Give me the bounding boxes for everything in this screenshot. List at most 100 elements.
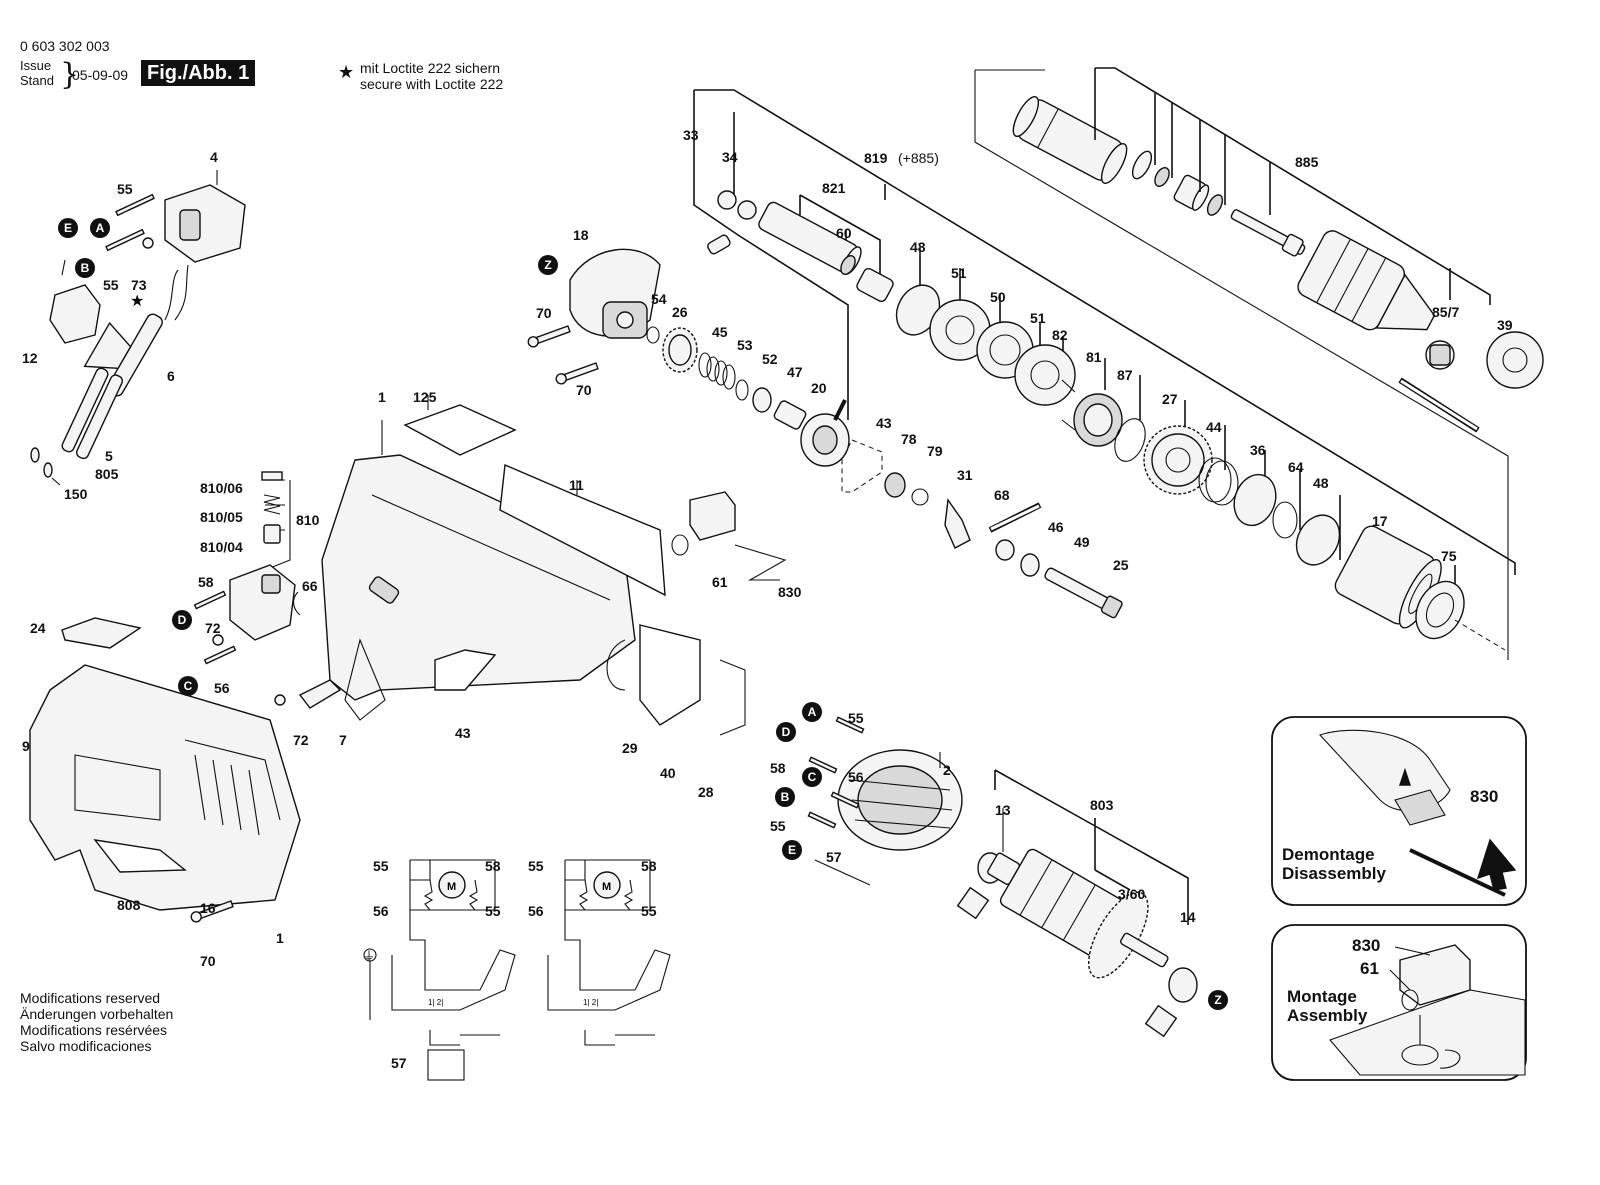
leader-821 <box>799 194 881 285</box>
inset-demontage: Demontage <box>1282 845 1375 864</box>
cap-75 <box>1415 580 1465 640</box>
o-ring-part-2 <box>1206 194 1224 216</box>
callout-25: 25 <box>1113 557 1129 573</box>
badge-z-motor: Z <box>1214 993 1221 1007</box>
modifications-fr: Modifications resérvées <box>20 1022 168 1038</box>
lug-a-motor <box>835 716 865 734</box>
nameplate-11 <box>499 463 666 597</box>
callout-3-60: 3/60 <box>1118 886 1145 902</box>
callout-14: 14 <box>1180 909 1196 925</box>
callout-79: 79 <box>927 443 943 459</box>
plug-pin-b <box>43 462 53 478</box>
pad-24 <box>61 617 142 649</box>
wiring-diagram-a <box>363 859 516 1081</box>
callout-34: 34 <box>722 149 738 165</box>
callout-28: 28 <box>698 784 714 800</box>
callout-81: 81 <box>1086 349 1102 365</box>
callout-810-06: 810/06 <box>200 480 243 496</box>
callout-55d: 55 <box>770 818 786 834</box>
document-number: 0 603 302 003 <box>20 38 110 54</box>
wiring-55c: 55 <box>528 858 544 874</box>
issue-stand-label: Issue Stand <box>20 58 54 88</box>
label-43 <box>434 649 497 691</box>
callout-810: 810 <box>296 512 320 528</box>
loctite-note-de: mit Loctite 222 sichern <box>360 60 501 76</box>
callout-17: 17 <box>1372 513 1388 529</box>
cable-lug-55a <box>115 193 155 217</box>
inset-disassembly: Disassembly <box>1282 864 1386 883</box>
wire-e <box>61 259 66 276</box>
callout-819-plus: (+885) <box>898 150 939 166</box>
wiring-diagram-b <box>547 859 671 1046</box>
callout-830: 830 <box>778 584 802 600</box>
down-arrow-icon <box>1476 838 1517 891</box>
callout-53: 53 <box>737 337 753 353</box>
star-icon: ★ <box>338 62 355 82</box>
screw-73 <box>142 237 154 249</box>
inset-montage: Montage <box>1287 987 1357 1006</box>
spring-45 <box>698 352 736 390</box>
badge-d-motor: D <box>782 725 791 739</box>
callout-58a: 58 <box>198 574 214 590</box>
intermediate-shaft-25 <box>1044 567 1123 619</box>
callout-55b: 55 <box>103 277 119 293</box>
field-2 <box>837 749 963 851</box>
clamp-7 <box>298 679 342 709</box>
callout-82: 82 <box>1052 327 1068 343</box>
callout-805: 805 <box>95 466 119 482</box>
loctite-note-en: secure with Loctite 222 <box>360 76 504 92</box>
callout-70c: 70 <box>200 953 216 969</box>
callout-1a: 1 <box>378 389 386 405</box>
callout-51a: 51 <box>951 265 967 281</box>
badge-e-motor: E <box>788 843 796 857</box>
power-cord-5 <box>61 367 124 460</box>
circlip-part <box>1131 150 1153 180</box>
bearing-14 <box>1168 967 1198 1003</box>
gear-train-group <box>693 89 1516 651</box>
chuck-key-part <box>1398 340 1480 433</box>
modifications-es: Salvo modificaciones <box>20 1038 152 1054</box>
bearing-78 <box>884 472 906 498</box>
callout-9: 9 <box>22 738 30 754</box>
up-arrow-icon <box>1399 767 1411 786</box>
callout-45: 45 <box>712 324 728 340</box>
wire-57 <box>814 859 871 886</box>
bearing-52 <box>752 387 772 413</box>
motor-label-a: M <box>447 881 456 893</box>
label-125 <box>403 404 517 456</box>
ring-29 <box>606 639 626 691</box>
component-57-box <box>427 1049 465 1081</box>
callout-54: 54 <box>651 291 667 307</box>
callout-61: 61 <box>712 574 728 590</box>
badge-e-circle <box>58 218 78 238</box>
brush-spring-810-05 <box>263 494 281 515</box>
callout-39: 39 <box>1497 317 1513 333</box>
snap-ring-87 <box>1114 418 1146 462</box>
callout-70a: 70 <box>536 305 552 321</box>
ring-36 <box>1233 473 1277 527</box>
leader-819-frame <box>693 89 1516 575</box>
wiring-56b: 56 <box>528 903 544 919</box>
issue-label: Issue <box>20 58 52 73</box>
wobble-shaft-20 <box>800 399 850 467</box>
dashed-bracket-43 <box>841 439 883 493</box>
inset-assembly-label: Assembly <box>1287 1006 1368 1025</box>
switch-label-a: 1| 2| <box>428 998 443 1007</box>
leader-33-line <box>693 140 849 420</box>
callout-6: 6 <box>167 368 175 384</box>
callout-56a: 56 <box>214 680 230 696</box>
screw-72b <box>274 694 286 706</box>
callout-1b: 1 <box>276 930 284 946</box>
leader-150 <box>51 477 61 486</box>
bearing-symbol-b <box>1144 1004 1178 1038</box>
drill-chuck-part <box>1297 230 1436 331</box>
bracket-31 <box>944 498 971 549</box>
callout-numbers: 4 55 55 73 12 6 5 805 150 810/06 810/05 … <box>22 127 1513 1071</box>
clip-830 <box>689 491 736 541</box>
lug-d-motor <box>808 756 838 774</box>
wiring-58b: 58 <box>641 858 657 874</box>
callout-46: 46 <box>1048 519 1064 535</box>
screw-70c <box>190 900 234 923</box>
inset-text: 830 Demontage Disassembly 830 61 Montage… <box>1282 787 1498 1025</box>
callout-51b: 51 <box>1030 310 1046 326</box>
